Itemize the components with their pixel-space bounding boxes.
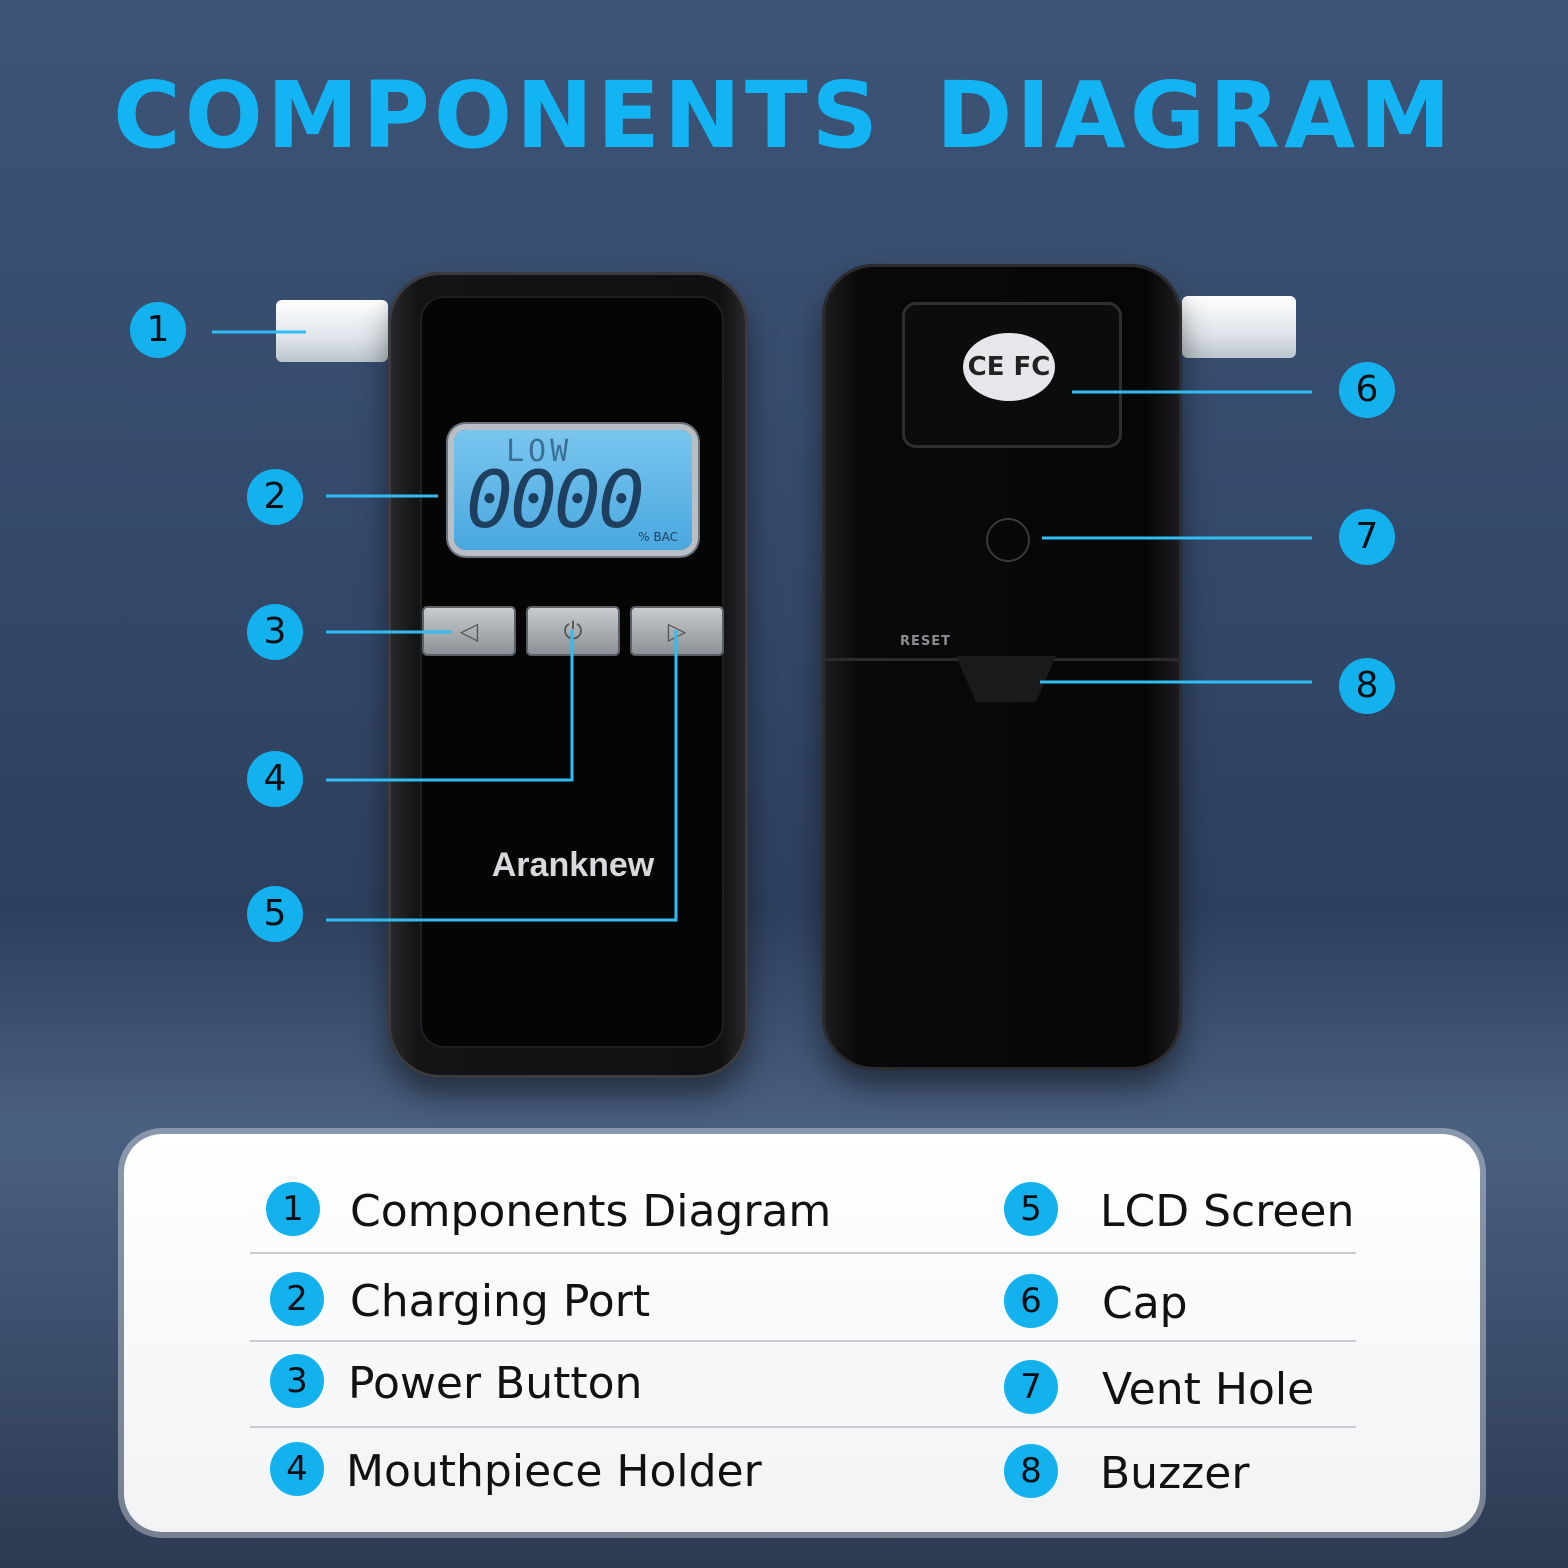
power-icon: ⏻ xyxy=(563,617,583,645)
right-button[interactable]: ▷ xyxy=(632,608,722,654)
legend-divider xyxy=(250,1340,1356,1342)
left-button[interactable]: ◁ xyxy=(424,608,514,654)
legend-number: 7 xyxy=(1004,1360,1058,1414)
legend-number: 6 xyxy=(1004,1274,1058,1328)
legend-panel: 1 Components Diagram 2 Charging Port 3 P… xyxy=(124,1134,1480,1532)
left-triangle-icon: ◁ xyxy=(459,617,479,645)
callout-4: 4 xyxy=(247,751,303,807)
legend-divider xyxy=(250,1252,1356,1254)
legend-label: Cap xyxy=(1102,1278,1188,1329)
legend-label: Vent Hole xyxy=(1102,1364,1315,1415)
vent-hole xyxy=(986,518,1030,562)
legend-label: Mouthpiece Holder xyxy=(346,1446,762,1497)
legend-number: 5 xyxy=(1004,1182,1058,1236)
front-glass-panel xyxy=(420,296,724,1048)
legend-number: 1 xyxy=(266,1182,320,1236)
legend-label: LCD Screen xyxy=(1100,1186,1355,1237)
callout-5: 5 xyxy=(247,886,303,942)
callout-6: 6 xyxy=(1339,362,1395,418)
lcd-low-indicator: LOW xyxy=(506,434,573,469)
legend-number: 4 xyxy=(270,1442,324,1496)
legend-label: Power Button xyxy=(348,1358,643,1409)
legend-divider xyxy=(250,1426,1356,1428)
mouthpiece-back xyxy=(1182,296,1296,358)
legend-number: 3 xyxy=(270,1354,324,1408)
legend-label: Components Diagram xyxy=(350,1186,832,1237)
legend-number: 8 xyxy=(1004,1444,1058,1498)
power-button[interactable]: ⏻ xyxy=(528,608,618,654)
callout-8: 8 xyxy=(1339,658,1395,714)
lcd-screen: LOW 0000 % BAC xyxy=(454,430,692,550)
callout-2: 2 xyxy=(247,469,303,525)
reset-label: RESET xyxy=(900,634,952,649)
mouthpiece-front xyxy=(276,300,388,362)
callout-7: 7 xyxy=(1339,509,1395,565)
brand-logo: Aranknew xyxy=(491,846,655,884)
right-triangle-icon: ▷ xyxy=(667,617,687,645)
certification-mark: CE FC xyxy=(963,333,1055,401)
page-title: COMPONENTS DIAGRAM xyxy=(113,62,1455,169)
legend-label: Buzzer xyxy=(1100,1448,1250,1499)
callout-1: 1 xyxy=(130,302,186,358)
lcd-unit: % BAC xyxy=(638,530,678,544)
lcd-digits: 0000 xyxy=(466,456,645,546)
legend-number: 2 xyxy=(270,1272,324,1326)
legend-label: Charging Port xyxy=(350,1276,651,1327)
callout-3: 3 xyxy=(247,604,303,660)
breathalyzer-front xyxy=(388,272,748,1078)
